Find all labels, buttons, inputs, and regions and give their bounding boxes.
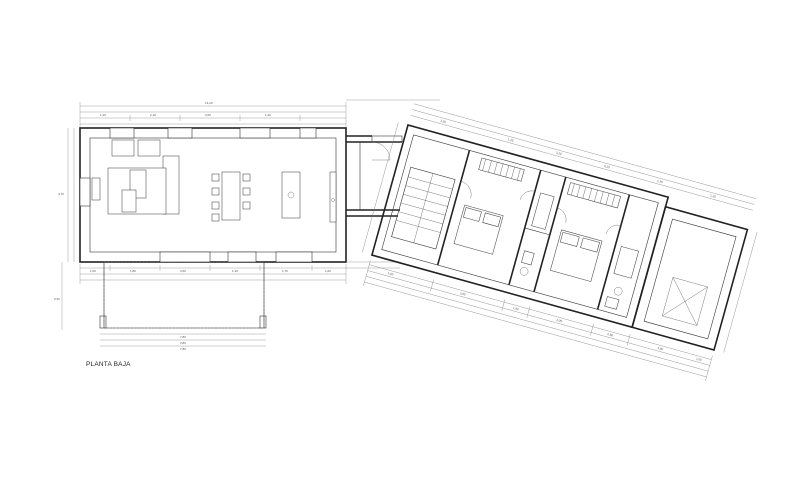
svg-text:7,80: 7,80 (180, 335, 186, 339)
drawing-title: PLANTA BAJA (86, 361, 131, 368)
svg-text:3,20: 3,20 (555, 151, 562, 157)
svg-text:1,20: 1,20 (100, 113, 106, 117)
entrance-hall (346, 99, 440, 269)
right-wing (362, 103, 758, 381)
svg-text:1,20: 1,20 (265, 113, 271, 117)
dimension-labels: 13,20 1,20 2,10 3,60 1,20 1,00 1,80 3,00… (54, 101, 717, 363)
svg-text:1,25: 1,25 (657, 179, 664, 185)
svg-text:0,80: 0,80 (607, 332, 614, 338)
dim-left-overall: 13,20 (205, 101, 213, 105)
svg-text:1,00: 1,00 (90, 269, 96, 273)
svg-text:1,00: 1,00 (387, 271, 394, 277)
svg-text:1,70: 1,70 (282, 269, 288, 273)
svg-text:2,80: 2,80 (657, 346, 664, 352)
svg-text:1,25: 1,25 (507, 137, 514, 143)
svg-text:3,05: 3,05 (556, 318, 563, 324)
svg-text:1,20: 1,20 (710, 193, 717, 199)
left-wing (61, 102, 347, 330)
svg-text:0,20: 0,20 (54, 297, 60, 301)
svg-text:3,20: 3,20 (440, 119, 447, 125)
svg-text:3,60: 3,60 (205, 113, 211, 117)
svg-text:2,80: 2,80 (459, 291, 466, 297)
svg-text:2,10: 2,10 (150, 113, 156, 117)
porch (99, 261, 267, 347)
svg-text:4,70: 4,70 (58, 192, 64, 196)
svg-text:4,20: 4,20 (604, 164, 611, 170)
svg-text:0,80: 0,80 (180, 341, 186, 345)
svg-text:1,00: 1,00 (696, 357, 703, 363)
svg-text:3,00: 3,00 (180, 269, 186, 273)
svg-text:7,80: 7,80 (180, 347, 186, 351)
svg-text:1,80: 1,80 (130, 269, 136, 273)
svg-text:1,80: 1,80 (512, 306, 519, 312)
svg-text:1,00: 1,00 (325, 269, 331, 273)
svg-text:1,10: 1,10 (232, 269, 238, 273)
